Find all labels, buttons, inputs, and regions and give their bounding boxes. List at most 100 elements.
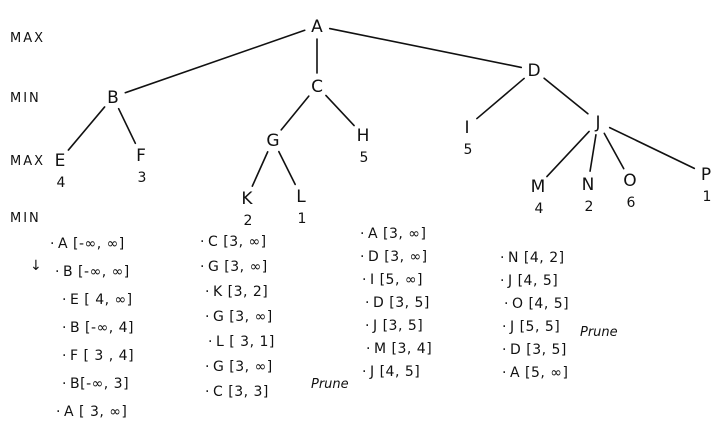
trace-col2-bullet: ·: [200, 259, 205, 275]
node-j: J: [594, 113, 600, 133]
leaf-value-e: 4: [57, 175, 66, 191]
trace-col4-item: A [5, ∞]: [510, 365, 568, 381]
trace-col3-bullet: ·: [365, 295, 370, 311]
trace-col4-item: J [5, 5]: [509, 319, 560, 335]
prune-note-1: Prune: [311, 377, 349, 392]
edge-j-p: [608, 126, 696, 170]
node-i: I: [464, 118, 469, 138]
trace-col3-item: M [3, 4]: [374, 341, 432, 357]
node-b: B: [107, 88, 119, 108]
trace-col2-bullet: ·: [205, 359, 210, 375]
edge-j-n: [589, 134, 597, 172]
edge-j-m: [546, 130, 590, 178]
trace-col3-bullet: ·: [366, 341, 371, 357]
trace-col4-bullet: ·: [500, 250, 505, 266]
trace-col2-item: G [3, ∞]: [213, 309, 273, 325]
trace-col1-item: B [-∞, 4]: [70, 320, 134, 336]
trace-col3-bullet: ·: [360, 226, 365, 242]
level-label-1: MAX: [10, 31, 45, 46]
node-m: M: [531, 177, 546, 197]
leaf-value-l: 1: [298, 211, 307, 227]
trace-col3-item: D [3, ∞]: [368, 249, 428, 265]
level-label-2: MIN: [10, 91, 41, 106]
trace-col4-bullet: ·: [502, 365, 507, 381]
trace-col1-bullet: ·: [56, 404, 61, 420]
leaf-value-n: 2: [585, 199, 594, 215]
trace-col3-item: I [5, ∞]: [370, 272, 423, 288]
trace-col3-bullet: ·: [362, 364, 367, 380]
trace-col1-bullet: ·: [55, 264, 60, 280]
trace-col1-item: A [ 3, ∞]: [64, 404, 127, 420]
leaf-value-f: 3: [138, 170, 147, 186]
trace-col2-item: L [ 3, 1]: [216, 334, 275, 350]
trace-col4-item: N [4, 2]: [508, 250, 565, 266]
trace-col1-item: E [ 4, ∞]: [70, 292, 133, 308]
trace-col3-item: A [3, ∞]: [368, 226, 426, 242]
down-arrow-icon: ↓: [30, 258, 42, 274]
edge-c-h: [325, 94, 355, 127]
trace-col1-bullet: ·: [62, 376, 67, 392]
leaf-value-i: 5: [464, 142, 473, 158]
trace-col2-item: C [3, 3]: [213, 384, 269, 400]
leaf-value-k: 2: [244, 213, 253, 229]
trace-col1-bullet: ·: [50, 236, 55, 252]
trace-col2-bullet: ·: [208, 334, 213, 350]
trace-col2-bullet: ·: [205, 384, 210, 400]
trace-col3-item: J [3, 5]: [372, 318, 423, 334]
node-g: G: [266, 131, 279, 151]
node-p: P: [701, 165, 711, 185]
node-f: F: [136, 146, 146, 166]
edge-b-e: [67, 106, 106, 151]
trace-col1-bullet: ·: [62, 320, 67, 336]
edge-d-j: [543, 77, 589, 115]
node-c: C: [311, 77, 323, 97]
edge-d-i: [476, 77, 525, 120]
level-label-3: MAX: [10, 154, 45, 169]
trace-col3-item: J [4, 5]: [369, 364, 420, 380]
node-n: N: [582, 175, 595, 195]
trace-col3-bullet: ·: [360, 249, 365, 265]
node-d: D: [527, 61, 540, 81]
trace-col2-item: G [3, ∞]: [213, 359, 273, 375]
leaf-value-p: 1: [703, 189, 712, 205]
alpha-beta-traces: ·A [-∞, ∞]·B [-∞, ∞]·E [ 4, ∞]·B [-∞, 4]…: [30, 226, 569, 420]
trace-col2-bullet: ·: [205, 309, 210, 325]
leaf-value-o: 6: [627, 195, 636, 211]
edge-g-l: [278, 150, 296, 186]
node-h: H: [357, 126, 370, 146]
level-label-4: MIN: [10, 211, 41, 226]
node-e: E: [55, 151, 66, 171]
trace-col4-item: D [3, 5]: [510, 342, 567, 358]
trace-col4-bullet: ·: [502, 319, 507, 335]
prune-note-2: Prune: [580, 325, 618, 340]
tree-edges: [67, 27, 696, 187]
trace-col1-bullet: ·: [62, 348, 67, 364]
trace-col1-item: F [ 3 , 4]: [70, 348, 134, 364]
trace-col2-item: G [3, ∞]: [208, 259, 268, 275]
node-l: L: [296, 187, 306, 207]
trace-col1-bullet: ·: [62, 292, 67, 308]
trace-col3-bullet: ·: [362, 272, 367, 288]
trace-col4-bullet: ·: [502, 342, 507, 358]
trace-col3-item: D [3, 5]: [373, 295, 430, 311]
edge-c-g: [280, 95, 310, 131]
trace-col2-item: C [3, ∞]: [208, 234, 267, 250]
trace-col4-item: J [4, 5]: [507, 273, 558, 289]
node-a: A: [311, 17, 323, 37]
edge-b-f: [117, 107, 137, 145]
node-k: K: [241, 189, 253, 209]
trace-col4-item: O [4, 5]: [512, 296, 569, 312]
leaf-value-h: 5: [360, 150, 369, 166]
trace-col1-item: A [-∞, ∞]: [58, 236, 125, 252]
node-o: O: [623, 171, 636, 191]
trace-col1-item: B[-∞, 3]: [70, 376, 129, 392]
edge-g-k: [251, 151, 269, 187]
trace-col4-bullet: ·: [500, 273, 505, 289]
trace-col4-bullet: ·: [504, 296, 509, 312]
trace-col1-item: B [-∞, ∞]: [63, 264, 130, 280]
trace-col2-item: K [3, 2]: [213, 284, 268, 300]
trace-col3-bullet: ·: [365, 318, 370, 334]
